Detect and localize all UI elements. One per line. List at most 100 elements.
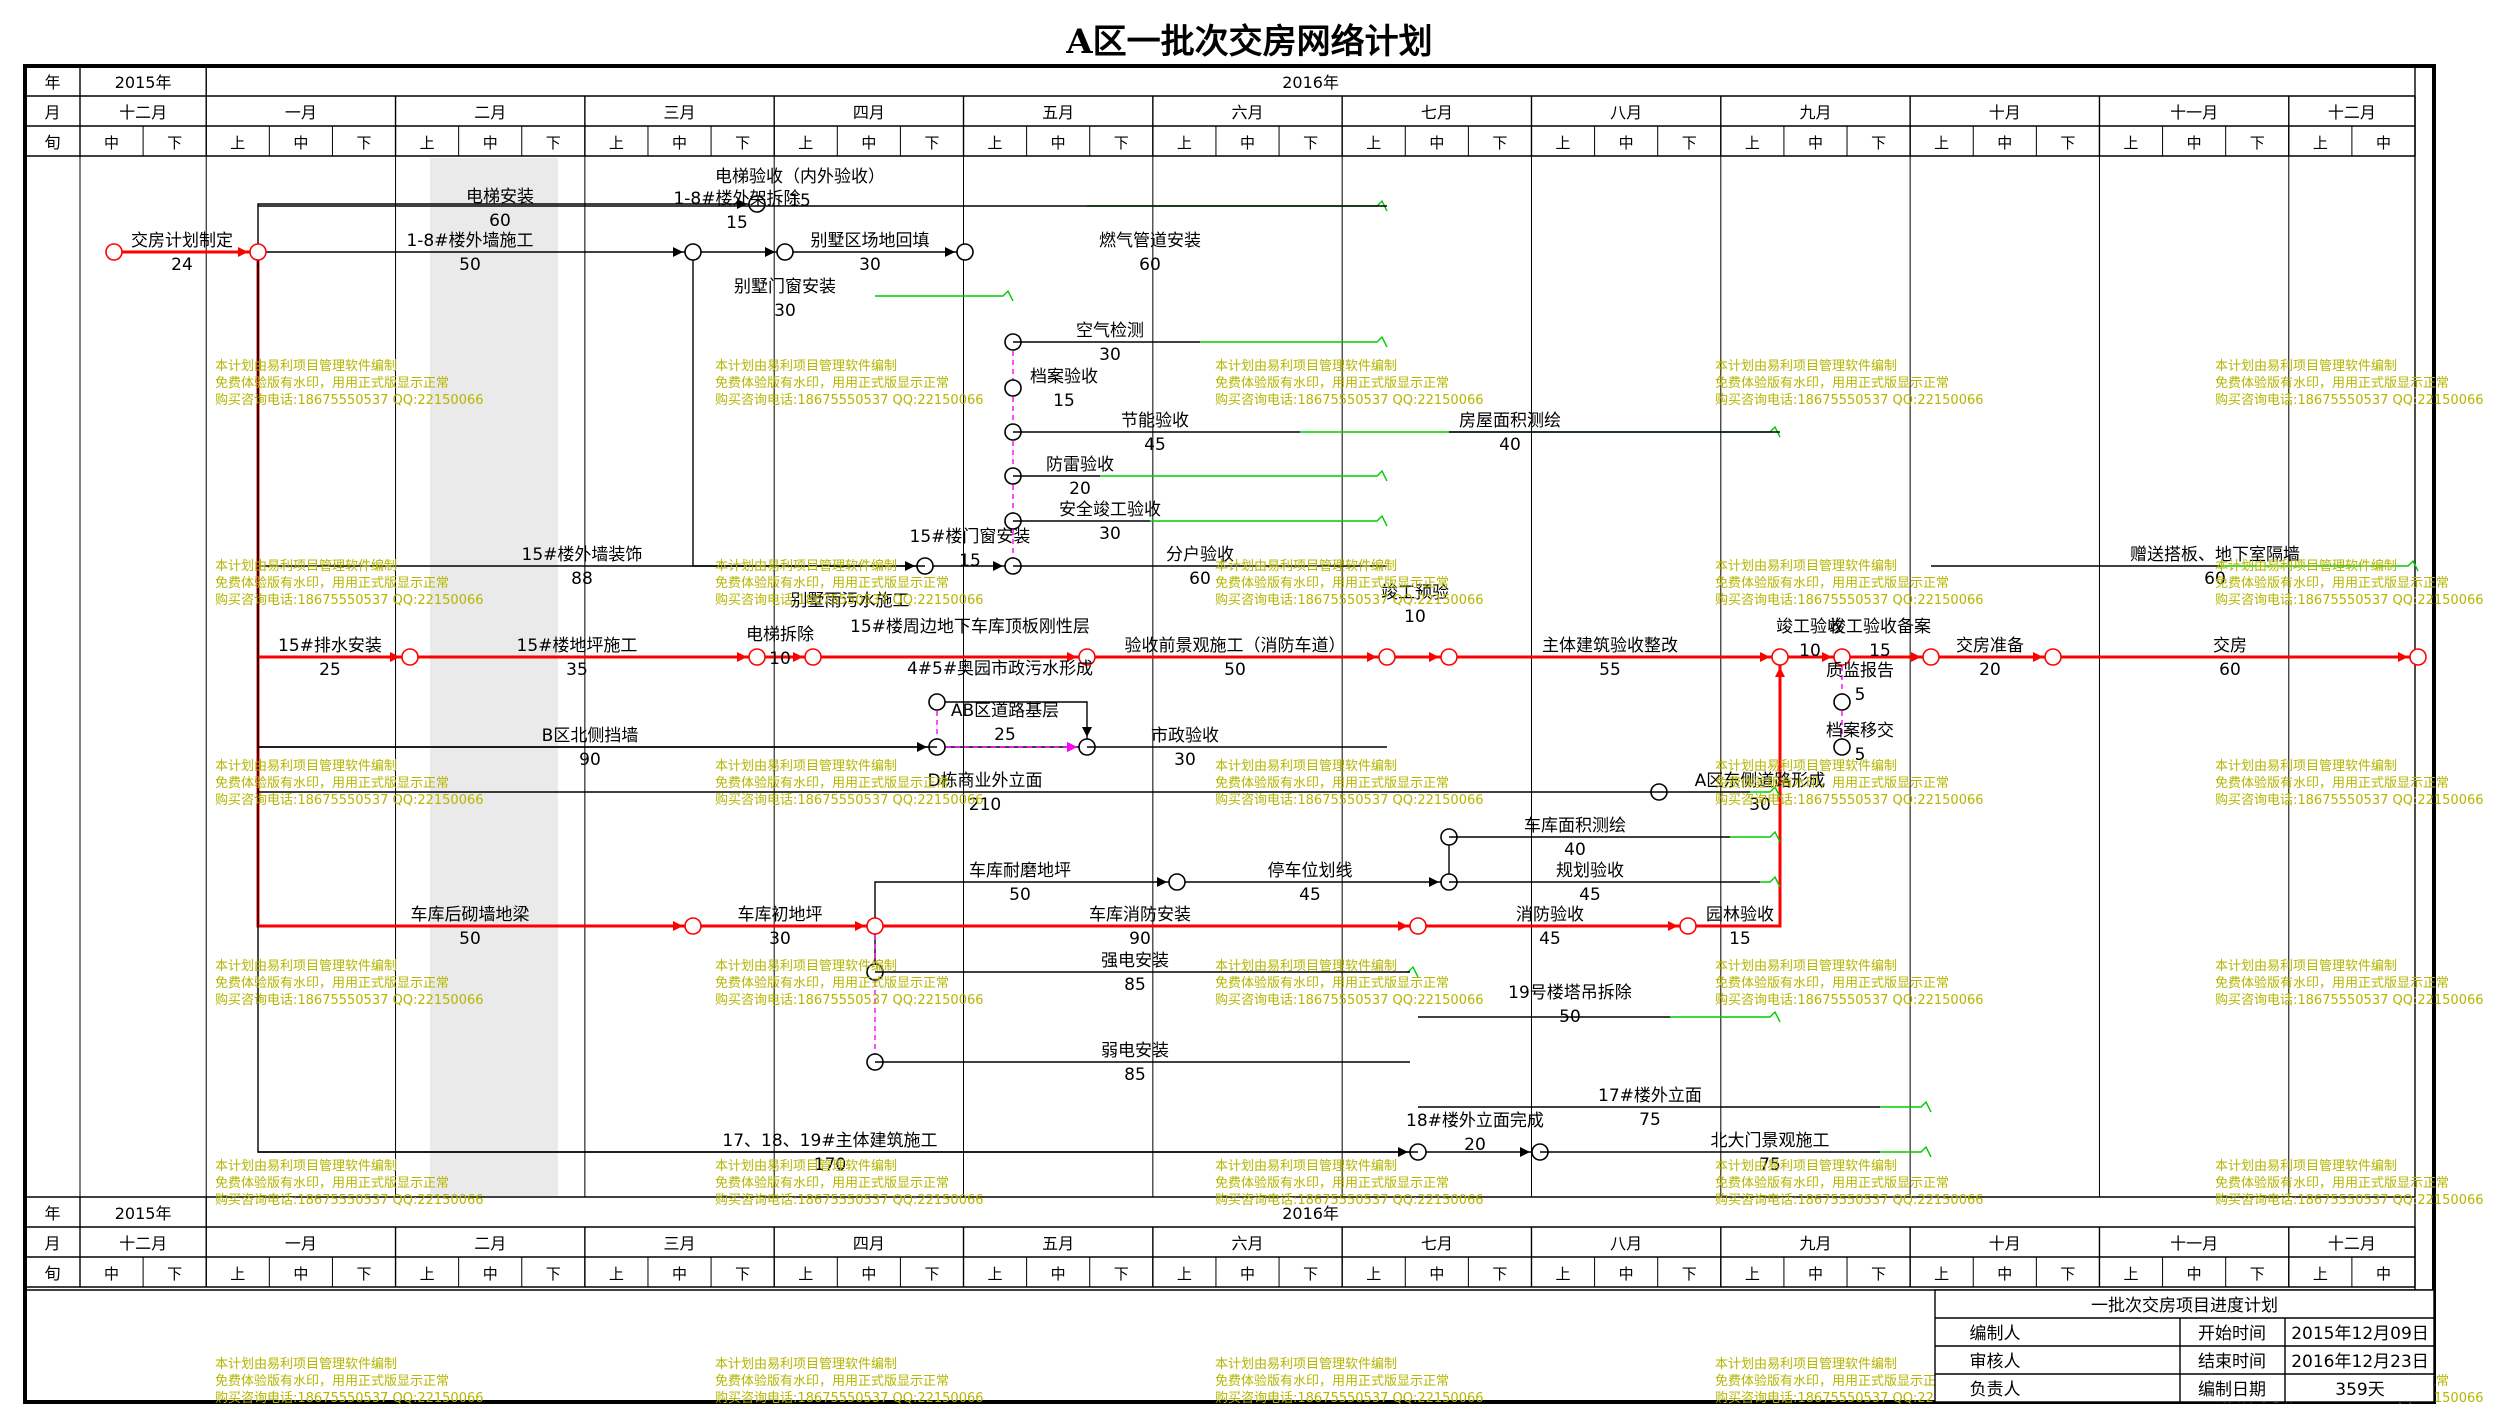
watermark: 购买咨询电话:18675550537 QQ:22150066 bbox=[2215, 1192, 2484, 1208]
watermark: 购买咨询电话:18675550537 QQ:22150066 bbox=[1215, 392, 1484, 408]
event-node bbox=[105, 243, 123, 261]
task-name: 交房 bbox=[2213, 636, 2247, 656]
bottom-header-month: 二月 bbox=[474, 1234, 506, 1253]
task-arrow bbox=[692, 252, 925, 567]
top-header-month: 九月 bbox=[1799, 103, 1831, 122]
watermark: 本计划由易利项目管理软件编制 bbox=[1215, 359, 1397, 374]
bottom-header-month: 七月 bbox=[1421, 1234, 1453, 1253]
top-header-dekad: 上 bbox=[2313, 134, 2328, 152]
task-duration: 15 bbox=[959, 551, 981, 571]
arrow-head bbox=[1775, 667, 1785, 677]
watermark: 本计划由易利项目管理软件编制 bbox=[1215, 559, 1397, 574]
watermark: 免费体验版有水印，用用正式版显示正常 bbox=[2215, 375, 2449, 391]
event-node bbox=[748, 195, 766, 213]
task-duration: 45 bbox=[1539, 929, 1561, 949]
bottom-header-dekad: 下 bbox=[1682, 1265, 1697, 1283]
top-header-dekad: 上 bbox=[1745, 134, 1760, 152]
task-duration: 50 bbox=[459, 929, 481, 949]
bottom-header-dekad: 下 bbox=[546, 1265, 561, 1283]
bottom-header-dekad: 中 bbox=[293, 1265, 308, 1283]
arrow-head bbox=[1822, 652, 1832, 662]
watermark: 购买咨询电话:18675550537 QQ:22150066 bbox=[715, 792, 984, 808]
task-duration: 55 bbox=[1599, 660, 1621, 680]
bottom-header-month: 四月 bbox=[853, 1234, 885, 1253]
task-name: 19号楼塔吊拆除 bbox=[1508, 983, 1632, 1003]
watermark: 本计划由易利项目管理软件编制 bbox=[1715, 1159, 1897, 1174]
watermark: 购买咨询电话:18675550537 QQ:22150066 bbox=[2215, 392, 2484, 408]
task-name: 车库耐磨地坪 bbox=[969, 861, 1071, 881]
task-duration: 85 bbox=[1124, 1065, 1146, 1085]
watermark: 购买咨询电话:18675550537 QQ:22150066 bbox=[1215, 992, 1484, 1008]
task-duration: 60 bbox=[1189, 569, 1211, 589]
watermark: 免费体验版有水印，用用正式版显示正常 bbox=[1215, 975, 1449, 991]
top-header-dekad: 上 bbox=[1556, 134, 1571, 152]
watermark: 本计划由易利项目管理软件编制 bbox=[2215, 359, 2397, 374]
top-header-dekad: 下 bbox=[167, 134, 182, 152]
task-name: 质监报告 bbox=[1826, 661, 1894, 681]
bottom-header-dekad: 上 bbox=[2124, 1265, 2139, 1283]
watermark: 免费体验版有水印，用用正式版显示正常 bbox=[715, 575, 949, 591]
task-duration: 30 bbox=[1749, 795, 1771, 815]
bottom-header-dekad: 中 bbox=[483, 1265, 498, 1283]
watermark: 本计划由易利项目管理软件编制 bbox=[2215, 759, 2397, 774]
float-wave bbox=[1750, 785, 1781, 798]
bottom-header-dekad: 中 bbox=[1051, 1265, 1066, 1283]
bottom-header-dekad: 中 bbox=[672, 1265, 687, 1283]
watermark: 本计划由易利项目管理软件编制 bbox=[215, 359, 397, 374]
task-name: 房屋面积测绘 bbox=[1459, 411, 1561, 431]
event-node bbox=[748, 648, 766, 666]
arrow-head bbox=[2033, 652, 2043, 662]
watermark: 本计划由易利项目管理软件编制 bbox=[215, 1357, 397, 1372]
bottom-header-dekad: 上 bbox=[2313, 1265, 2328, 1283]
event-node bbox=[401, 648, 419, 666]
watermark: 本计划由易利项目管理软件编制 bbox=[715, 359, 897, 374]
bottom-header-month: 九月 bbox=[1799, 1234, 1831, 1253]
task-duration: 30 bbox=[1174, 750, 1196, 770]
task-name: 节能验收 bbox=[1121, 411, 1189, 431]
task-name: 空气检测 bbox=[1076, 321, 1144, 341]
top-header-month: 二月 bbox=[474, 103, 506, 122]
watermark: 购买咨询电话:18675550537 QQ:22150066 bbox=[215, 1192, 484, 1208]
event-node bbox=[1409, 917, 1427, 935]
top-header-dekad: 上 bbox=[420, 134, 435, 152]
task-duration: 50 bbox=[1224, 660, 1246, 680]
task-duration: 20 bbox=[1069, 479, 1091, 499]
task-name: 车库初地坪 bbox=[738, 905, 823, 925]
task-duration: 10 bbox=[1799, 641, 1821, 661]
task-name: 交房准备 bbox=[1956, 636, 2024, 656]
watermark: 免费体验版有水印，用用正式版显示正常 bbox=[2215, 575, 2449, 591]
task-duration: 24 bbox=[171, 255, 193, 275]
task-name: 竣工验收备案 bbox=[1829, 617, 1931, 637]
task-duration: 5 bbox=[1855, 685, 1866, 705]
task-name: 别墅门窗安装 bbox=[734, 277, 836, 297]
top-header-row-label: 年 bbox=[44, 73, 60, 92]
task-name: A区东侧道路形成 bbox=[1695, 771, 1826, 791]
watermark: 免费体验版有水印，用用正式版显示正常 bbox=[1215, 375, 1449, 391]
task-name: 15#楼门窗安装 bbox=[910, 527, 1031, 547]
task-duration: 30 bbox=[774, 301, 796, 321]
watermark: 本计划由易利项目管理软件编制 bbox=[215, 1159, 397, 1174]
watermark: 本计划由易利项目管理软件编制 bbox=[715, 759, 897, 774]
event-node bbox=[804, 648, 822, 666]
watermark: 本计划由易利项目管理软件编制 bbox=[215, 759, 397, 774]
task-duration: 15 bbox=[1729, 929, 1751, 949]
task-name: 分户验收 bbox=[1166, 545, 1234, 565]
task-name: 别墅雨污水施工 bbox=[791, 591, 910, 611]
watermark: 本计划由易利项目管理软件编制 bbox=[715, 1159, 897, 1174]
top-header-year-2016: 2016年 bbox=[1282, 73, 1339, 92]
task-duration: 15 bbox=[726, 213, 748, 233]
watermark: 本计划由易利项目管理软件编制 bbox=[2215, 559, 2397, 574]
bottom-header-month: 十二月 bbox=[119, 1234, 167, 1253]
task-arrow bbox=[874, 881, 1177, 926]
watermark: 免费体验版有水印，用用正式版显示正常 bbox=[215, 775, 449, 791]
task-name: 安全竣工验收 bbox=[1059, 500, 1161, 520]
bottom-header-month: 一月 bbox=[285, 1234, 317, 1253]
task-name: 北大门景观施工 bbox=[1711, 1131, 1830, 1151]
event-node bbox=[2409, 648, 2427, 666]
watermark: 本计划由易利项目管理软件编制 bbox=[715, 559, 897, 574]
watermark: 免费体验版有水印，用用正式版显示正常 bbox=[1715, 1175, 1949, 1191]
arrow-head bbox=[2398, 652, 2408, 662]
top-header-month: 七月 bbox=[1421, 103, 1453, 122]
bottom-header-month: 十二月 bbox=[2328, 1234, 2376, 1253]
info-label: 审核人 bbox=[1970, 1352, 2021, 1372]
